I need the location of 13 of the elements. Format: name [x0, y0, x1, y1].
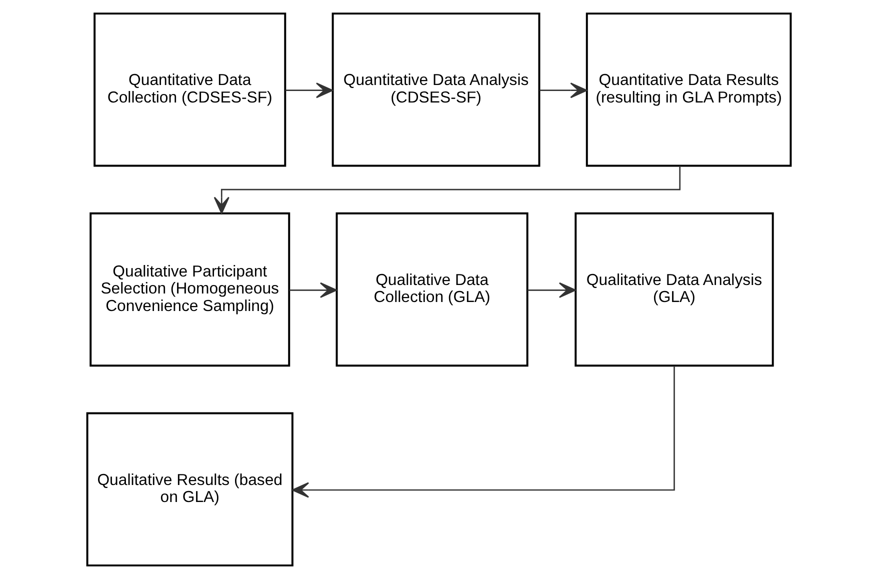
node-box: Qualitative Data Collection (GLA) [336, 212, 528, 367]
arrow [214, 166, 681, 214]
node-box: Qualitative Participant Selection (Homogeneous Convenience Sampling) [90, 212, 290, 367]
node-box: Quantitative Data Analysis (CDSES-SF) [332, 12, 540, 167]
arrow [292, 366, 675, 498]
node-box: Quantitative Data Collection (CDSES-SF) [94, 12, 286, 167]
node-box: Qualitative Data Analysis (GLA) [574, 212, 774, 367]
arrow [289, 282, 338, 298]
arrow [540, 82, 588, 98]
arrow [285, 82, 334, 98]
arrow [527, 282, 576, 298]
node-box: Quantitative Data Results (resulting in GLA Prompts) [586, 12, 792, 167]
node-box: Qualitative Results (based on GLA) [86, 412, 294, 566]
